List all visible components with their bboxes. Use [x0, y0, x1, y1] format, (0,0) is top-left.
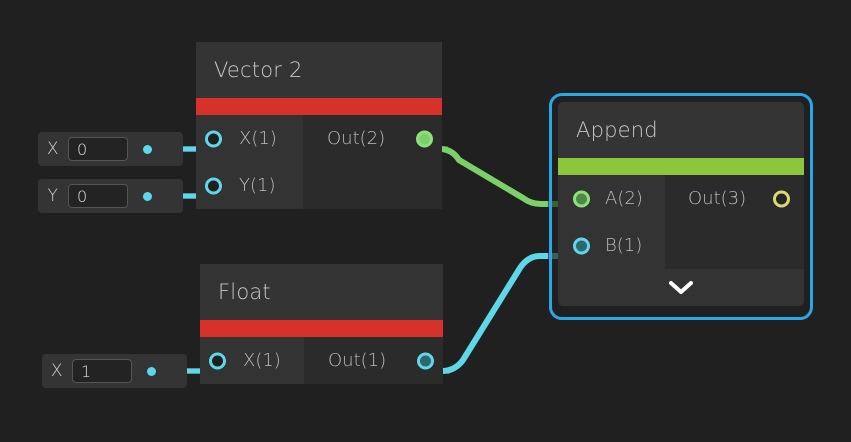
node-accent-bar [558, 158, 804, 175]
port-row-input[interactable]: Y(1) [196, 162, 303, 209]
port-label: X(1) [243, 350, 281, 371]
port-label: Out(3) [688, 188, 747, 209]
port-row-input[interactable]: A(2) [558, 175, 665, 222]
socket-input-a[interactable] [573, 190, 590, 207]
param-input-float-x[interactable]: 1 [72, 359, 132, 383]
node-body: X(1) Out(1) [200, 337, 443, 384]
port-row-spacer [665, 222, 804, 269]
param-row-float-x[interactable]: X 1 [42, 354, 187, 388]
input-column: X(1) [200, 337, 304, 384]
socket-input-y[interactable] [205, 177, 222, 194]
param-label-x: X [46, 139, 60, 159]
node-title: Float [218, 280, 271, 304]
output-column: Out(1) [304, 337, 443, 384]
node-header[interactable]: Float [200, 264, 443, 320]
socket-output-out[interactable] [417, 352, 434, 369]
node-expand-footer[interactable] [558, 269, 804, 306]
param-row-vec2-y[interactable]: Y 0 [38, 179, 183, 213]
node-append[interactable]: Append A(2) B(1) Out(3) [558, 102, 804, 306]
node-header[interactable]: Append [558, 102, 804, 158]
node-body: A(2) B(1) Out(3) [558, 175, 804, 269]
param-label-x: X [50, 361, 64, 381]
input-column: X(1) Y(1) [196, 115, 303, 209]
node-accent-bar [200, 320, 443, 337]
port-label: Y(1) [239, 175, 276, 196]
param-row-vec2-x[interactable]: X 0 [38, 132, 183, 166]
port-label: X(1) [239, 128, 277, 149]
socket-output-out[interactable] [416, 130, 433, 147]
chevron-down-icon[interactable] [668, 280, 694, 296]
node-accent-bar [196, 98, 442, 115]
port-row-spacer [303, 162, 442, 209]
param-output-dot[interactable] [143, 144, 152, 154]
port-label: Out(1) [328, 350, 387, 371]
param-output-dot[interactable] [147, 366, 156, 376]
port-label: A(2) [605, 188, 643, 209]
node-title: Append [576, 118, 658, 142]
port-row-output[interactable]: Out(2) [303, 115, 442, 162]
param-output-dot[interactable] [143, 191, 152, 201]
param-input-vec2-x[interactable]: 0 [68, 137, 128, 161]
output-column: Out(3) [665, 175, 804, 269]
node-float[interactable]: Float X(1) Out(1) [200, 264, 443, 384]
node-title: Vector 2 [214, 58, 303, 82]
node-header[interactable]: Vector 2 [196, 42, 442, 98]
port-label: B(1) [605, 235, 643, 256]
socket-output-out[interactable] [773, 190, 790, 207]
output-column: Out(2) [303, 115, 442, 209]
input-column: A(2) B(1) [558, 175, 665, 269]
param-label-y: Y [47, 186, 59, 206]
socket-input-b[interactable] [573, 237, 590, 254]
node-body: X(1) Y(1) Out(2) [196, 115, 442, 209]
port-row-input[interactable]: X(1) [200, 337, 304, 384]
port-row-input[interactable]: X(1) [196, 115, 303, 162]
socket-input-x[interactable] [209, 352, 226, 369]
param-input-vec2-y[interactable]: 0 [68, 184, 128, 208]
port-row-output[interactable]: Out(1) [304, 337, 443, 384]
port-row-output[interactable]: Out(3) [665, 175, 804, 222]
port-label: Out(2) [327, 128, 386, 149]
node-vector2[interactable]: Vector 2 X(1) Y(1) Out(2) [196, 42, 442, 209]
socket-input-x[interactable] [205, 130, 222, 147]
port-row-input[interactable]: B(1) [558, 222, 665, 269]
